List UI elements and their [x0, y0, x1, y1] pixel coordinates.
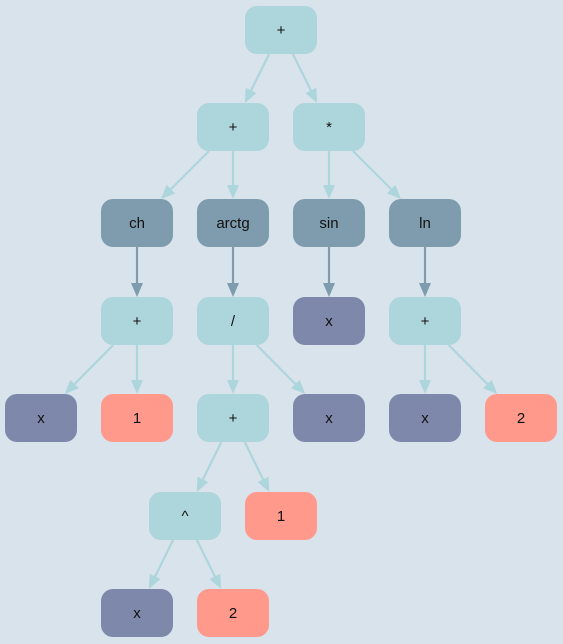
- node-variable-x: x: [293, 394, 365, 442]
- node-plus-root: +: [245, 6, 317, 54]
- edge-arrowhead: [131, 283, 143, 297]
- edge-arrowhead: [419, 380, 431, 394]
- node-constant-1: 1: [245, 492, 317, 540]
- edge-line: [250, 53, 271, 91]
- node-power: ^: [149, 492, 221, 540]
- node-plus: +: [389, 297, 461, 345]
- edge-arrowhead: [131, 380, 143, 394]
- node-ch: ch: [101, 199, 173, 247]
- node-arctg: arctg: [197, 199, 269, 247]
- edge-line: [170, 150, 210, 190]
- edge-line: [195, 539, 216, 577]
- edge-line: [352, 150, 392, 190]
- node-variable-x: x: [293, 297, 365, 345]
- node-ln: ln: [389, 199, 461, 247]
- node-variable-x: x: [101, 589, 173, 637]
- edge-arrowhead: [227, 185, 239, 199]
- edge-line: [243, 441, 265, 480]
- node-variable-x: x: [389, 394, 461, 442]
- node-divide: /: [197, 297, 269, 345]
- edge-arrowhead: [386, 184, 401, 199]
- node-plus: +: [101, 297, 173, 345]
- edge-arrowhead: [291, 379, 306, 394]
- node-plus: +: [197, 103, 269, 151]
- node-multiply: *: [293, 103, 365, 151]
- node-constant-2: 2: [197, 589, 269, 637]
- edge-arrowhead: [305, 87, 318, 103]
- edge-arrowhead: [196, 476, 209, 492]
- edge-arrowhead: [323, 283, 335, 297]
- edge-arrowhead: [227, 283, 239, 297]
- edge-line: [154, 539, 175, 577]
- edge-arrowhead: [209, 573, 222, 589]
- edge-arrowhead: [148, 573, 161, 589]
- edge-arrowhead: [227, 380, 239, 394]
- node-sin: sin: [293, 199, 365, 247]
- node-constant-2: 2: [485, 394, 557, 442]
- edge-line: [447, 344, 489, 385]
- edge-arrowhead: [257, 476, 270, 492]
- edge-arrowhead: [64, 379, 79, 394]
- edge-line: [291, 53, 312, 91]
- edge-line: [73, 344, 115, 385]
- node-variable-x: x: [5, 394, 77, 442]
- edge-line: [255, 344, 297, 385]
- edge-arrowhead: [244, 87, 257, 103]
- edge-line: [201, 441, 223, 480]
- node-constant-1: 1: [101, 394, 173, 442]
- edge-arrowhead: [161, 184, 176, 199]
- node-plus: +: [197, 394, 269, 442]
- edge-arrowhead: [419, 283, 431, 297]
- edge-arrowhead: [323, 185, 335, 199]
- edge-arrowhead: [483, 379, 498, 394]
